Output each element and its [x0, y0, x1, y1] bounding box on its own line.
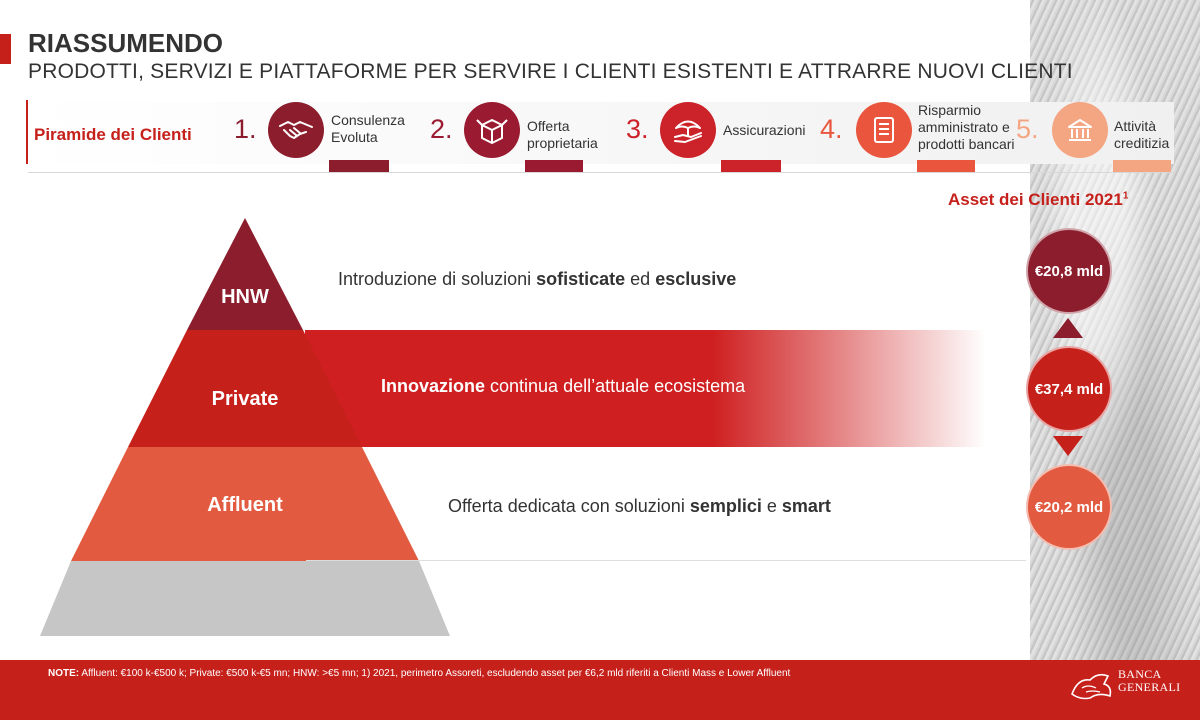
page-subtitle: PRODOTTI, SERVIZI E PIATTAFORME PER SERV…: [28, 60, 1073, 83]
arrow-down-icon: [1053, 436, 1083, 456]
asset-value-hnw: €20,8 mld: [1026, 228, 1112, 314]
private-highlight-band: [305, 330, 1045, 447]
step-underline: [525, 160, 583, 172]
arrow-up-icon: [1053, 318, 1083, 338]
step-number: 1.: [234, 114, 257, 144]
tier-label-private: Private: [211, 388, 279, 410]
handshake-icon: [268, 102, 324, 158]
client-pyramid: [40, 218, 450, 636]
step-number: 2.: [430, 114, 453, 144]
page-title: RIASSUMENDO: [28, 28, 224, 58]
pyramid-tier-private: [128, 330, 362, 447]
step-number: 5.: [1016, 114, 1039, 144]
step-underline: [1113, 160, 1171, 172]
step-label: Assicurazioni: [723, 122, 806, 138]
asset-title: Asset dei Clienti 20211: [948, 190, 1129, 209]
step-underline: [721, 160, 781, 172]
ledger-icon: [856, 102, 912, 158]
asset-value-private: €37,4 mld: [1026, 346, 1112, 432]
title-accent-bar: [0, 34, 11, 64]
umbrella-hand-icon: [660, 102, 716, 158]
footer-bar: [0, 660, 1200, 720]
private-description: Innovazione continua dell’attuale ecosis…: [381, 376, 746, 396]
pyramid-tier-affluent: [71, 447, 419, 561]
client-pyramid-label: Piramide dei Clienti: [34, 125, 192, 144]
header-bottom-rule: [28, 172, 1174, 173]
affluent-description: Offerta dedicata con soluzioni semplici …: [448, 496, 831, 516]
step-number: 3.: [626, 114, 649, 144]
footer-note: NOTE: Affluent: €100 k-€500 k; Private: …: [48, 668, 791, 679]
open-box-icon: [464, 102, 520, 158]
step-underline: [329, 160, 389, 172]
tier-label-hnw: HNW: [221, 286, 269, 308]
banca-generali-logo-icon: [1071, 673, 1112, 700]
pyramid-tier-mass: [40, 561, 450, 636]
step-number: 4.: [820, 114, 843, 144]
bank-icon: [1052, 102, 1108, 158]
asset-value-affluent: €20,2 mld: [1026, 464, 1112, 550]
divider-line: [306, 560, 1026, 561]
tier-label-affluent: Affluent: [207, 494, 283, 516]
pyramid-tier-hnw: [187, 218, 303, 330]
hnw-description: Introduzione di soluzioni sofisticate ed…: [338, 269, 737, 289]
header-left-rule: [26, 100, 28, 164]
step-underline: [917, 160, 975, 172]
client-pyramid-bar: [28, 102, 1174, 164]
